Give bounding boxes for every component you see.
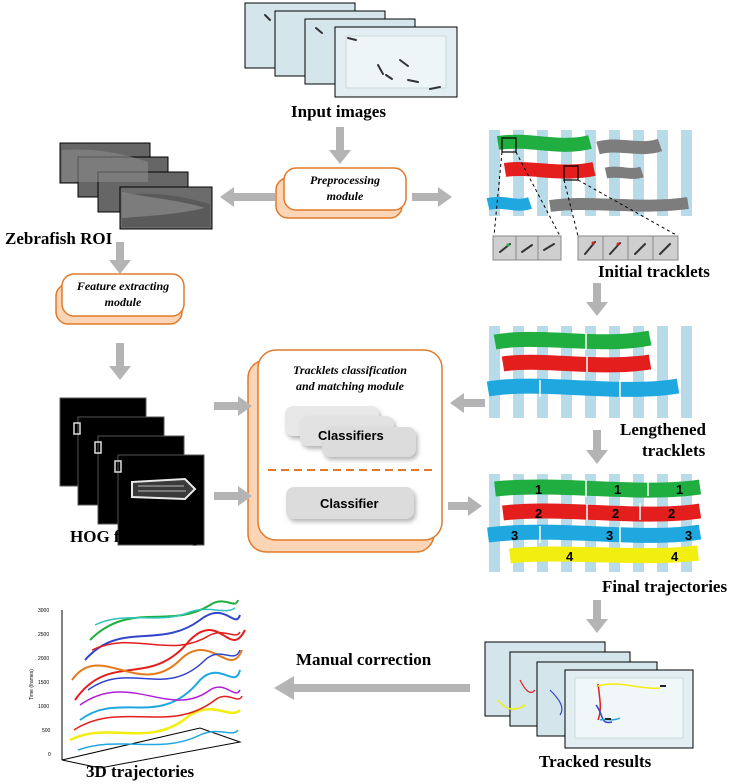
- hog-feature-map-label: HOG feature map: [70, 527, 202, 546]
- feature-module-text: Feature extracting module: [62, 278, 184, 310]
- 3d-trajectories-label: 3D trajectories: [86, 762, 195, 781]
- input-images-stack: [244, 2, 458, 98]
- classifier-label: Classifier: [320, 496, 379, 511]
- manual-correction-label: Manual correction: [296, 650, 432, 669]
- tick-label: 1500: [38, 680, 49, 686]
- 3d-plot-tracks: [69, 599, 246, 751]
- tick-label: 2000: [38, 656, 49, 662]
- tracklets-module-text: Tracklets classification and matching mo…: [258, 362, 442, 394]
- preprocessing-module: [275, 167, 407, 219]
- id-label: 1: [535, 482, 542, 497]
- lengthened-tracklets-label-2: tracklets: [642, 441, 706, 460]
- id-label: 2: [535, 506, 542, 521]
- id-label: 1: [614, 482, 621, 497]
- feature-extracting-module: [55, 273, 185, 325]
- id-label: 3: [606, 528, 613, 543]
- input-images-label: Input images: [291, 102, 386, 121]
- final-trajectories-label: Final trajectories: [602, 577, 728, 596]
- classifiers-label: Classifiers: [318, 428, 384, 443]
- tick-label: 2500: [38, 632, 49, 638]
- trajectory-ids: 1 1 1 2 2 2 3 3 3 4 4: [511, 482, 692, 564]
- 3d-axis-label: Time (frames): [29, 669, 35, 700]
- tick-label: 3000: [38, 608, 49, 614]
- tick-label: 500: [42, 728, 51, 734]
- id-label: 2: [612, 506, 619, 521]
- initial-tracklets-panel: [486, 130, 692, 261]
- arrow-heads: [109, 150, 608, 700]
- tracklets-classification-module: [247, 349, 443, 553]
- zebrafish-roi-stack: [59, 142, 213, 230]
- preprocessing-module-text: Preprocessing module: [284, 172, 406, 204]
- tracked-results-stack: [484, 641, 694, 749]
- lengthened-tracklets-panel: [486, 326, 692, 418]
- id-label: 2: [668, 506, 675, 521]
- id-label: 3: [511, 528, 518, 543]
- id-label: 1: [676, 482, 683, 497]
- feature-module-line1: Feature extracting: [76, 279, 170, 293]
- tick-label: 0: [48, 752, 51, 758]
- feature-module-line2: module: [104, 295, 142, 309]
- lengthened-tracklets-label-1: Lengthened: [620, 420, 706, 439]
- tracked-results-label: Tracked results: [539, 752, 652, 771]
- tracklets-module-line2: and matching module: [295, 379, 405, 393]
- id-label: 4: [671, 549, 679, 564]
- hog-feature-map-stack: [59, 397, 205, 546]
- id-label: 3: [685, 528, 692, 543]
- preprocessing-module-line2: module: [326, 189, 364, 203]
- preprocessing-module-line1: Preprocessing: [310, 173, 380, 187]
- final-trajectories-panel: [487, 474, 702, 572]
- 3d-plot-ticks: 3000 2500 2000 1500 1000 500 0 Time (fra…: [29, 608, 51, 758]
- zebrafish-roi-label: Zebrafish ROI: [5, 229, 113, 248]
- tick-label: 1000: [38, 704, 49, 710]
- flow-arrows: [116, 127, 601, 692]
- initial-tracklets-label: Initial tracklets: [598, 262, 710, 281]
- 3d-trajectories-plot: [61, 599, 246, 769]
- id-label: 4: [566, 549, 574, 564]
- tracklets-module-line1: Tracklets classification: [293, 363, 407, 377]
